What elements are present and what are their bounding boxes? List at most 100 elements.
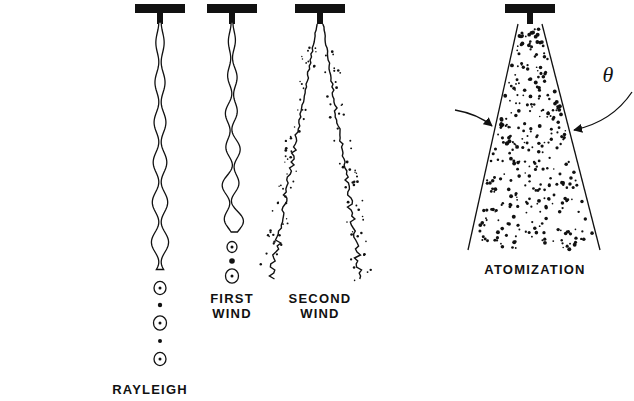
spray-droplet xyxy=(287,222,289,224)
spray-droplet xyxy=(329,103,331,105)
spray-droplet xyxy=(500,122,503,125)
spray-droplet xyxy=(529,166,531,168)
spray-droplet xyxy=(494,211,496,213)
spray-droplet xyxy=(341,104,343,106)
spray-droplet xyxy=(338,112,340,114)
spray-droplet xyxy=(546,167,548,169)
spray-droplet xyxy=(272,210,274,212)
spray-droplet xyxy=(277,202,279,204)
spray-droplet xyxy=(535,40,539,44)
second-wind-jet xyxy=(269,24,317,279)
spray-droplet xyxy=(520,35,523,38)
spray-droplet xyxy=(528,180,530,182)
spray-droplet xyxy=(557,105,560,108)
spray-droplet xyxy=(500,122,504,126)
spray-droplet xyxy=(552,240,554,242)
spray-droplet xyxy=(542,109,544,111)
spray-droplet xyxy=(537,70,539,72)
spray-droplet xyxy=(538,124,542,128)
spray-droplet xyxy=(529,48,531,50)
spray-droplet xyxy=(486,182,489,185)
spray-droplet xyxy=(502,141,505,144)
spray-droplet xyxy=(357,235,359,237)
spray-droplet xyxy=(543,52,545,54)
spray-droplet xyxy=(511,246,514,249)
spray-droplet xyxy=(516,205,519,208)
spray-droplet xyxy=(508,152,511,155)
spray-droplet xyxy=(512,215,516,219)
spray-droplet xyxy=(356,180,359,183)
spray-droplet xyxy=(305,62,307,64)
spray-droplet xyxy=(356,176,358,178)
spray-droplet xyxy=(516,224,519,227)
spray-droplet xyxy=(299,81,301,83)
spray-droplet xyxy=(284,149,287,152)
spray-droplet xyxy=(526,142,529,145)
spray-droplet xyxy=(525,201,527,203)
spray-droplet xyxy=(566,186,569,189)
spray-droplet xyxy=(331,50,334,53)
drop xyxy=(154,316,167,330)
spray-droplet xyxy=(565,199,568,202)
spray-droplet xyxy=(537,142,540,145)
spray-droplet xyxy=(544,217,547,220)
spray-droplet xyxy=(530,131,532,133)
spray-droplet xyxy=(560,181,564,185)
spray-droplet xyxy=(560,239,562,241)
spray-droplet xyxy=(482,235,485,238)
spray-droplet xyxy=(555,109,557,111)
spray-droplet xyxy=(486,219,488,221)
spray-droplet xyxy=(483,224,485,226)
spray-droplet xyxy=(303,87,305,89)
spray-droplet xyxy=(529,40,532,43)
spray-droplet xyxy=(535,231,539,235)
spray-droplet xyxy=(555,183,558,186)
spray-droplet xyxy=(516,49,518,51)
spray-droplet xyxy=(517,45,519,47)
spray-droplet xyxy=(551,117,554,120)
spray-droplet xyxy=(537,150,541,154)
spray-droplet xyxy=(541,222,544,225)
spray-droplet xyxy=(537,76,540,79)
spray-droplet xyxy=(531,30,535,34)
spray-droplet xyxy=(511,149,513,151)
spray-droplet xyxy=(335,81,337,83)
spray-droplet xyxy=(333,67,335,69)
spray-droplet xyxy=(565,130,567,132)
spray-droplet xyxy=(530,103,533,106)
drop-core xyxy=(231,275,234,278)
spray-droplet xyxy=(575,228,577,230)
spray-droplet xyxy=(550,138,553,141)
spray-droplet xyxy=(285,202,287,204)
spray-droplet xyxy=(572,186,575,189)
spray-droplet xyxy=(324,71,326,73)
spray-droplet xyxy=(519,102,521,104)
spray-droplet xyxy=(556,228,559,231)
spray-droplet xyxy=(294,126,296,128)
spray-droplet xyxy=(508,205,511,208)
spray-droplet xyxy=(280,184,282,186)
spray-droplet xyxy=(496,230,500,234)
spray-droplet xyxy=(362,219,364,221)
spray-droplet xyxy=(516,196,518,198)
spray-droplet xyxy=(522,66,525,69)
spray-droplet xyxy=(509,135,512,138)
spray-droplet xyxy=(494,187,498,191)
nozzle-stem xyxy=(527,12,533,24)
spray-droplet xyxy=(507,188,511,192)
spray-droplet xyxy=(534,28,536,30)
spray-droplet xyxy=(285,155,287,157)
spray-droplet xyxy=(548,98,551,101)
drop xyxy=(154,281,166,294)
spray-droplet xyxy=(502,202,505,205)
spray-droplet xyxy=(534,81,538,85)
spray-droplet xyxy=(497,134,499,136)
spray-droplet xyxy=(573,243,577,247)
spray-droplet xyxy=(362,200,364,202)
spray-droplet xyxy=(574,236,577,239)
spray-droplet xyxy=(539,211,541,213)
spray-droplet xyxy=(529,110,531,112)
spray-droplet xyxy=(493,191,495,193)
spray-droplet xyxy=(513,143,515,145)
